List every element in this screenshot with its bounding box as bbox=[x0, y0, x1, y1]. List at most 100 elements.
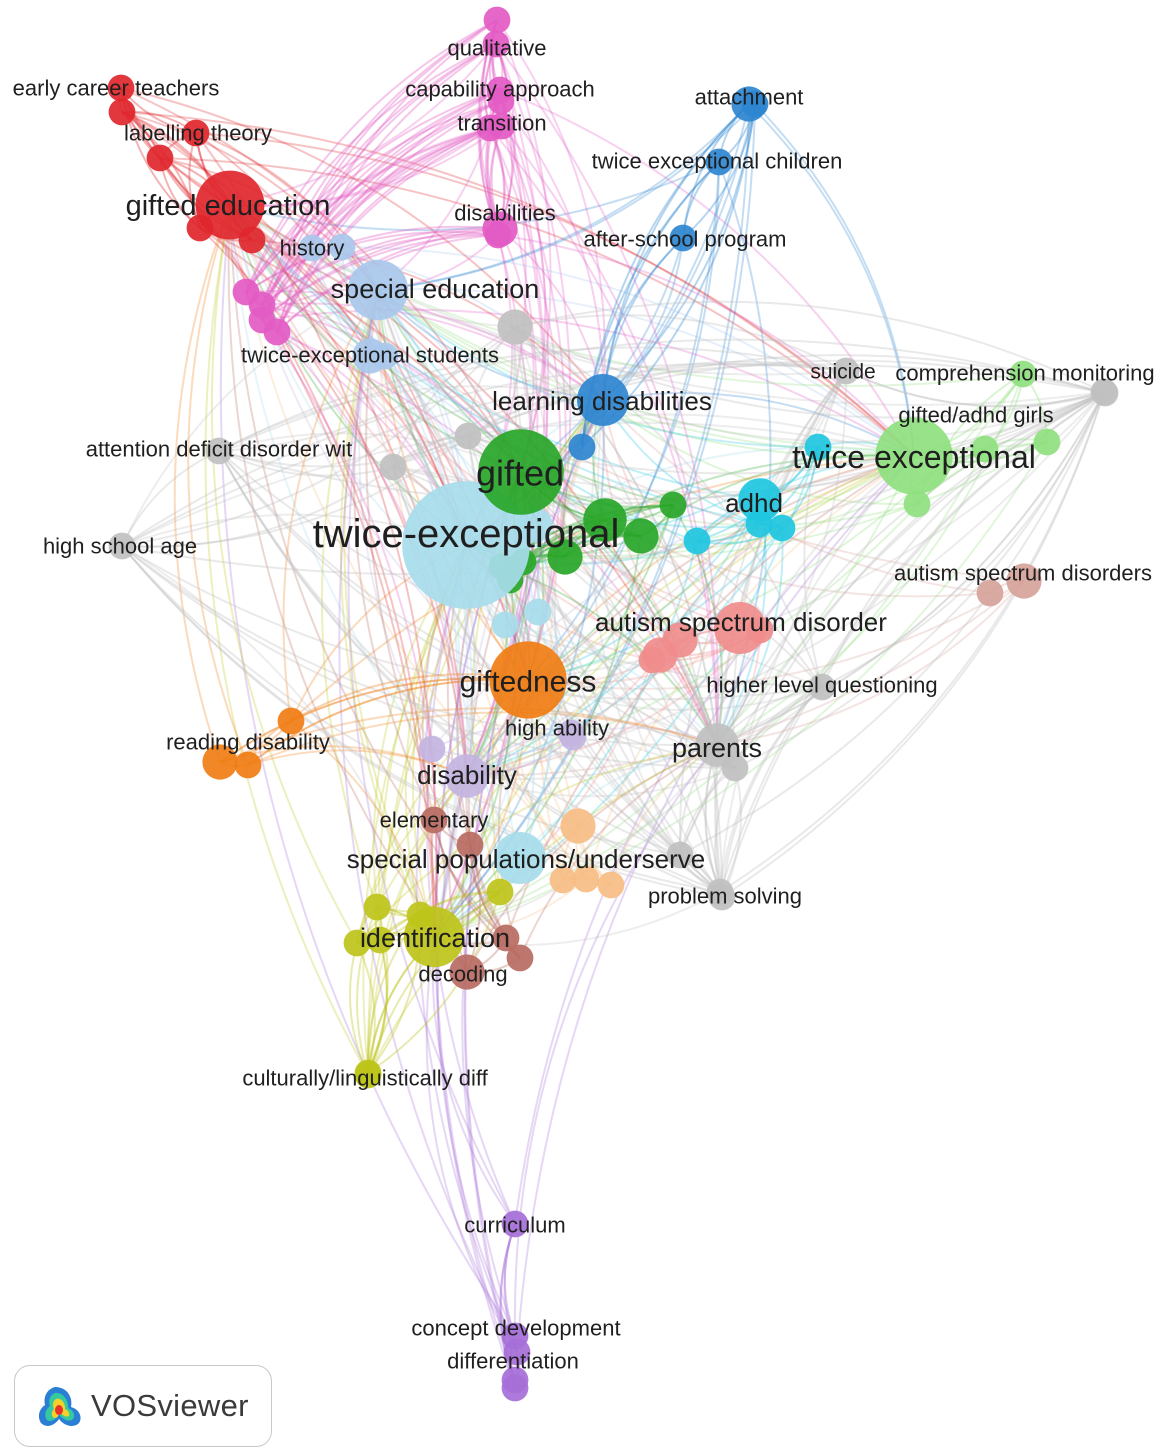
keyword-label-comprehension-monitoring[interactable]: comprehension monitoring bbox=[895, 361, 1154, 386]
keyword-bubble-minor[interactable] bbox=[659, 491, 687, 519]
keyword-bubble-minor[interactable] bbox=[638, 646, 666, 674]
keyword-bubble-disability[interactable] bbox=[445, 754, 489, 798]
keyword-label-differentiation[interactable]: differentiation bbox=[447, 1349, 579, 1374]
keyword-label-labelling-theory[interactable]: labelling theory bbox=[124, 121, 272, 146]
keyword-label-autism-spectrum-disorders[interactable]: autism spectrum disorders bbox=[894, 561, 1152, 586]
keyword-bubble-high-ability[interactable] bbox=[557, 719, 585, 747]
keyword-bubble-minor[interactable] bbox=[597, 871, 625, 899]
keyword-bubble-minor[interactable] bbox=[418, 735, 446, 763]
keyword-bubble-minor[interactable] bbox=[568, 433, 596, 461]
keyword-bubble-twice-exceptional-children[interactable] bbox=[705, 148, 733, 176]
keyword-label-culturally-linguistically-diff[interactable]: culturally/linguistically diff bbox=[242, 1066, 488, 1091]
keyword-bubble-minor[interactable] bbox=[482, 30, 510, 58]
keyword-label-elementary[interactable]: elementary bbox=[380, 808, 489, 833]
keyword-label-reading-disability[interactable]: reading disability bbox=[166, 730, 330, 755]
keyword-bubble-adhd[interactable] bbox=[738, 478, 782, 522]
keyword-bubble-special-populations-underserve[interactable] bbox=[494, 832, 546, 884]
keyword-bubble-learning-disabilities[interactable] bbox=[577, 374, 629, 426]
keyword-bubble-minor[interactable] bbox=[146, 144, 174, 172]
keyword-label-concept-development[interactable]: concept development bbox=[411, 1316, 620, 1341]
keyword-bubble-minor[interactable] bbox=[662, 622, 698, 658]
keyword-bubble-after-school-program[interactable] bbox=[669, 224, 697, 252]
keyword-bubble-concept-development[interactable] bbox=[501, 1322, 529, 1350]
keyword-label-twice-exceptional-students[interactable]: twice-exceptional students bbox=[241, 343, 499, 368]
keyword-bubble-minor[interactable] bbox=[234, 751, 262, 779]
keyword-bubble-twice-exceptional[interactable] bbox=[402, 481, 530, 609]
keyword-label-high-school-age[interactable]: high school age bbox=[43, 534, 197, 559]
vosviewer-badge[interactable]: VOSviewer bbox=[14, 1365, 272, 1447]
keyword-label-attachment[interactable]: attachment bbox=[695, 85, 804, 110]
keyword-bubble-gifted[interactable] bbox=[478, 429, 564, 515]
keyword-bubble-special-education[interactable] bbox=[347, 259, 409, 321]
keyword-bubble-minor[interactable] bbox=[1009, 360, 1037, 388]
keyword-label-high-ability[interactable]: high ability bbox=[505, 716, 609, 741]
keyword-bubble-parents[interactable] bbox=[695, 723, 739, 767]
keyword-label-learning-disabilities[interactable]: learning disabilities bbox=[492, 386, 712, 416]
keyword-bubble-minor[interactable] bbox=[379, 453, 407, 481]
keyword-bubble-minor[interactable] bbox=[456, 831, 484, 859]
keyword-bubble-minor[interactable] bbox=[666, 841, 694, 869]
keyword-bubble-elementary[interactable] bbox=[420, 806, 448, 834]
keyword-label-problem-solving[interactable]: problem solving bbox=[648, 884, 802, 909]
keyword-bubble-culturally-linguistically-diff[interactable] bbox=[354, 1059, 382, 1087]
keyword-bubble-higher-level-questioning[interactable] bbox=[808, 673, 836, 701]
keyword-label-adhd[interactable]: adhd bbox=[725, 488, 783, 518]
keyword-bubble-qualitative[interactable] bbox=[483, 6, 511, 34]
keyword-bubble-minor[interactable] bbox=[491, 611, 519, 639]
keyword-bubble-high-school-age[interactable] bbox=[108, 532, 136, 560]
keyword-label-after-school-program[interactable]: after-school program bbox=[584, 227, 787, 252]
keyword-label-capability-approach[interactable]: capability approach bbox=[405, 77, 595, 102]
keyword-bubble-minor[interactable] bbox=[454, 422, 482, 450]
keyword-bubble-differentiation[interactable] bbox=[501, 1374, 529, 1402]
keyword-bubble-minor[interactable] bbox=[547, 539, 583, 575]
keyword-label-disability[interactable]: disability bbox=[417, 760, 517, 790]
keyword-bubble-minor[interactable] bbox=[549, 866, 577, 894]
keyword-bubble-transition[interactable] bbox=[488, 112, 516, 140]
keyword-label-twice-exceptional[interactable]: twice-exceptional bbox=[313, 512, 620, 556]
keyword-bubble-twice-exceptional-students[interactable] bbox=[352, 338, 388, 374]
keyword-bubble-minor[interactable] bbox=[366, 926, 394, 954]
keyword-bubble-giftedness[interactable] bbox=[489, 641, 567, 719]
keyword-label-twice-exceptional[interactable]: twice exceptional bbox=[792, 439, 1036, 475]
keyword-bubble-minor[interactable] bbox=[623, 518, 659, 554]
keyword-label-early-career-teachers[interactable]: early career teachers bbox=[13, 76, 220, 101]
keyword-label-decoding[interactable]: decoding bbox=[418, 962, 507, 987]
keyword-label-history[interactable]: history bbox=[280, 236, 345, 261]
keyword-label-special-populations-underserve[interactable]: special populations/underserve bbox=[347, 844, 705, 874]
keyword-bubble-gifted-adhd-girls[interactable] bbox=[1033, 428, 1061, 456]
keyword-bubble-suicide[interactable] bbox=[832, 357, 860, 385]
keyword-bubble-minor[interactable] bbox=[506, 944, 534, 972]
keyword-bubble-comprehension-monitoring[interactable] bbox=[1091, 379, 1119, 407]
keyword-bubble-minor[interactable] bbox=[492, 924, 520, 952]
keyword-label-autism-spectrum-disorder[interactable]: autism spectrum disorder bbox=[595, 607, 887, 637]
keyword-label-gifted-education[interactable]: gifted education bbox=[126, 190, 331, 222]
keyword-bubble-minor[interactable] bbox=[363, 893, 391, 921]
keyword-bubble-minor[interactable] bbox=[277, 707, 305, 735]
keyword-bubble-minor[interactable] bbox=[328, 233, 356, 261]
keyword-label-qualitative[interactable]: qualitative bbox=[447, 36, 546, 61]
keyword-label-giftedness[interactable]: giftedness bbox=[460, 666, 597, 699]
keyword-bubble-minor[interactable] bbox=[343, 929, 371, 957]
keyword-label-gifted-adhd-girls[interactable]: gifted/adhd girls bbox=[898, 403, 1053, 428]
keyword-bubble-attention-deficit-disorder-wit[interactable] bbox=[205, 437, 233, 465]
keyword-bubble-gifted-education[interactable] bbox=[195, 170, 265, 240]
keyword-label-transition[interactable]: transition bbox=[457, 111, 546, 136]
keyword-bubble-autism-spectrum-disorder[interactable] bbox=[714, 602, 766, 654]
keyword-bubble-minor[interactable] bbox=[108, 98, 136, 126]
keyword-bubble-curriculum[interactable] bbox=[501, 1210, 529, 1238]
keyword-bubble-minor[interactable] bbox=[683, 527, 711, 555]
keyword-bubble-decoding[interactable] bbox=[449, 954, 485, 990]
keyword-label-suicide[interactable]: suicide bbox=[810, 361, 875, 384]
keyword-bubble-minor[interactable] bbox=[583, 498, 627, 542]
keyword-bubble-attachment[interactable] bbox=[731, 86, 767, 122]
keyword-bubble-autism-spectrum-disorders[interactable] bbox=[1006, 563, 1042, 599]
keyword-bubble-problem-solving[interactable] bbox=[708, 883, 736, 911]
keyword-bubble-minor[interactable] bbox=[486, 878, 514, 906]
keyword-bubble-minor[interactable] bbox=[572, 865, 600, 893]
keyword-label-gifted[interactable]: gifted bbox=[476, 453, 564, 494]
keyword-bubble-minor[interactable] bbox=[497, 309, 533, 345]
keyword-bubble-minor[interactable] bbox=[971, 435, 999, 463]
keyword-bubble-minor[interactable] bbox=[976, 579, 1004, 607]
keyword-bubble-minor[interactable] bbox=[560, 808, 596, 844]
keyword-bubble-early-career-teachers[interactable] bbox=[107, 74, 135, 102]
